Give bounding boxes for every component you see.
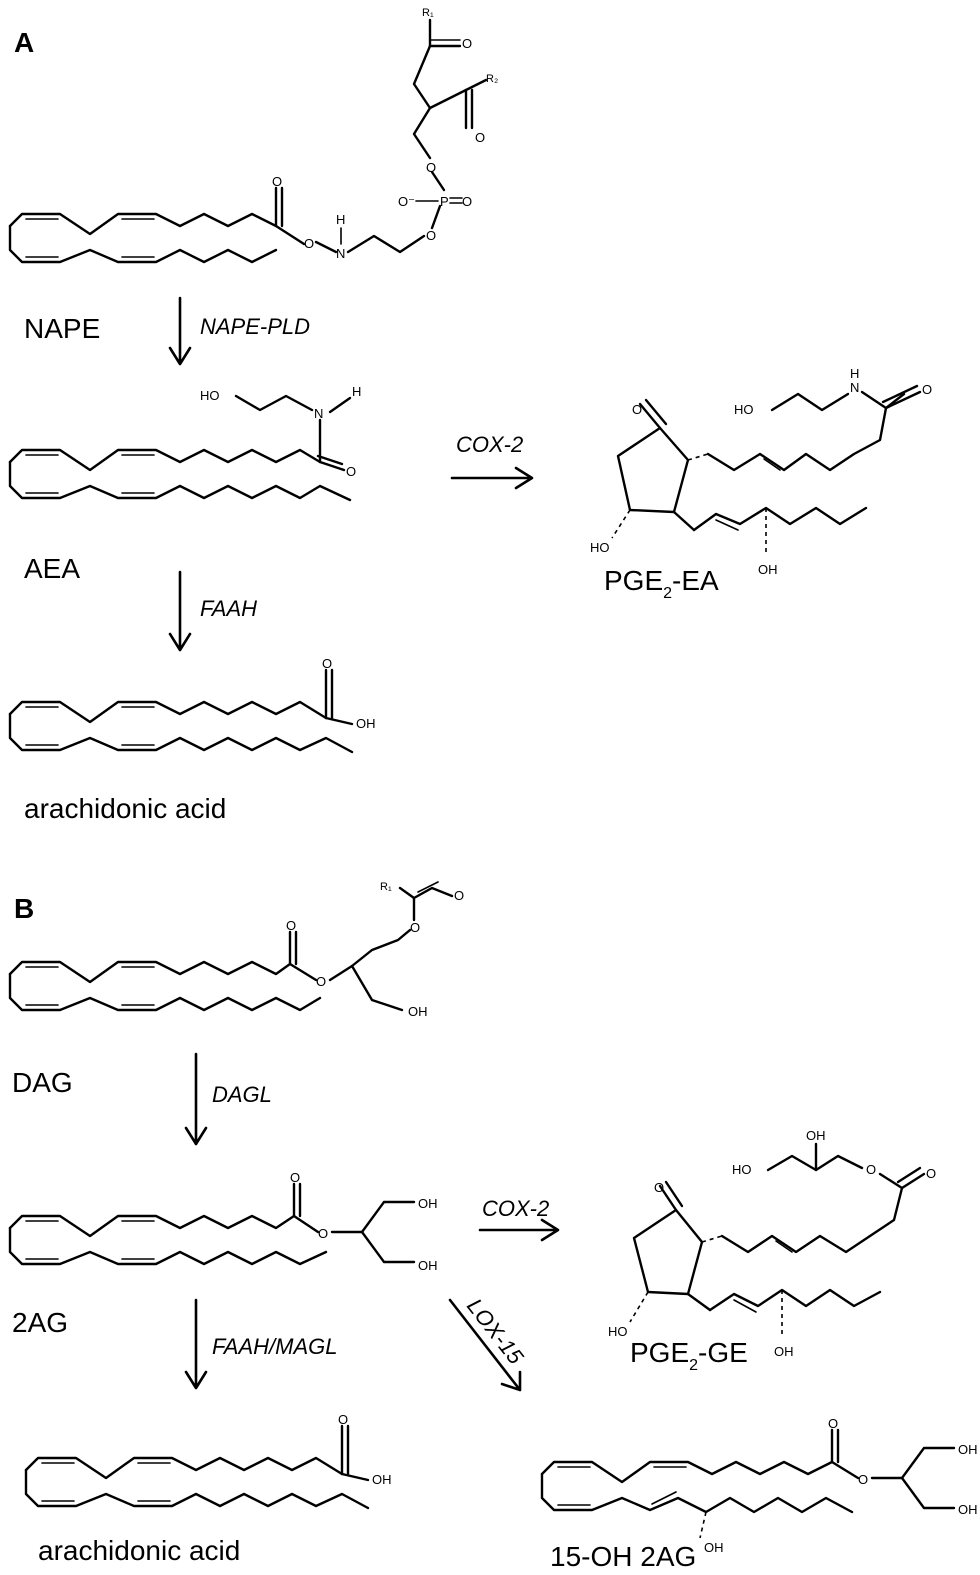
- ag2-carbonyl-o: O: [290, 1170, 300, 1185]
- dag-r1-carbonyl-o: O: [454, 888, 464, 903]
- arachidonic-acid-structure-b: O OH: [24, 1412, 392, 1510]
- dag-ester-o: O: [316, 974, 326, 989]
- arrow-2ag-to-aa: [184, 1298, 208, 1390]
- aa-b-hydroxyl: OH: [372, 1472, 392, 1487]
- svg-text:PGE2-GE: PGE2-GE: [630, 1337, 748, 1374]
- pge2ge-prefix: PGE: [630, 1337, 689, 1368]
- arrow-aea-to-aa: [168, 570, 192, 652]
- nape-carbonyl-o: O: [272, 174, 282, 189]
- pge2ge-suffix: -GE: [698, 1337, 748, 1368]
- aea-structure: O N H HO: [8, 384, 361, 502]
- label-aea: AEA: [24, 553, 80, 584]
- nape-r2: R₂: [486, 73, 498, 85]
- ag2-structure: O O OH OH: [8, 1170, 438, 1273]
- nape-o-r2: O: [475, 130, 485, 145]
- nape-phosphorus: P: [440, 194, 449, 209]
- nape-phos-o2: O: [462, 194, 472, 209]
- aea-carbonyl-o: O: [346, 464, 356, 479]
- pge2ea-ring-oh: HO: [590, 540, 610, 555]
- pge2ea-hydroxyl: HO: [734, 402, 754, 417]
- pge2ea-suffix: -EA: [672, 565, 719, 596]
- pge2ge-glycerol-ho: HO: [732, 1162, 752, 1177]
- nape-ester-o: O: [304, 236, 314, 251]
- panel-label-b: B: [14, 893, 34, 924]
- pge2ea-amide-o: O: [922, 382, 932, 397]
- aa-b-carbonyl-o: O: [338, 1412, 348, 1427]
- pge2ea-amide-h: H: [850, 366, 859, 381]
- ag2-hydroxyl-2: OH: [418, 1258, 438, 1273]
- pge2ge-ring-oh: HO: [608, 1324, 628, 1339]
- arrow-2ag-to-15oh2ag: [448, 1298, 522, 1392]
- pge2ge-subscript: 2: [689, 1357, 698, 1374]
- enzyme-cox2-a: COX-2: [456, 432, 523, 457]
- pge2ge-ester-carbonyl-o: O: [926, 1166, 936, 1181]
- enzyme-nape-pld: NAPE-PLD: [200, 314, 310, 339]
- label-pge2-ea: PGE2-EA: [604, 565, 719, 602]
- pge2ge-glycerol-oh: OH: [806, 1128, 826, 1143]
- arrow-aea-to-pge2ea: [450, 466, 534, 490]
- aea-amide-h: H: [352, 384, 361, 399]
- dag-carbonyl-o: O: [286, 918, 296, 933]
- enzyme-faah: FAAH: [200, 596, 257, 621]
- pge2ea-ketone-o: O: [632, 402, 642, 417]
- pge2ea-prefix: PGE: [604, 565, 663, 596]
- nape-phos-o1: O: [426, 228, 436, 243]
- ag2-ester-o: O: [318, 1226, 328, 1241]
- label-2ag: 2AG: [12, 1307, 68, 1338]
- enzyme-faah-magl: FAAH/MAGL: [212, 1334, 338, 1359]
- arrow-nape-to-aea: [168, 296, 192, 366]
- enzyme-cox2-b: COX-2: [482, 1196, 549, 1221]
- pge2-ge-structure: O HO O O OH HO OH: [608, 1128, 936, 1359]
- oh15-2ag-structure: OH O O OH OH: [540, 1416, 978, 1555]
- nape-r1: R₁: [422, 7, 434, 19]
- nape-amide-n: N: [336, 246, 345, 261]
- arrow-2ag-to-pge2ge: [478, 1218, 560, 1242]
- panel-label-a: A: [14, 27, 34, 58]
- nape-amide-h: H: [336, 212, 345, 227]
- pge2ge-ester-o: O: [866, 1162, 876, 1177]
- enzyme-dagl: DAGL: [212, 1082, 272, 1107]
- oh15-hydroxyl-1: OH: [958, 1442, 978, 1457]
- pge2ge-ketone-o: O: [654, 1180, 664, 1195]
- oh15-ester-o: O: [858, 1472, 868, 1487]
- dag-hydroxyl: OH: [408, 1004, 428, 1019]
- ag2-hydroxyl-1: OH: [418, 1196, 438, 1211]
- pge2ea-chain-oh: OH: [758, 562, 778, 577]
- arachidonic-acid-structure-a: O OH: [8, 656, 376, 754]
- dag-ester2-o: O: [410, 920, 420, 935]
- dag-structure: O O O O R₁ OH: [8, 881, 464, 1019]
- nape-o-r1: O: [462, 36, 472, 51]
- pge2-ea-structure: O HO O N H HO OH: [590, 366, 932, 577]
- pge2ge-chain-oh: OH: [774, 1344, 794, 1359]
- oh15-chain-oh: OH: [704, 1540, 724, 1555]
- dag-r1: R₁: [380, 881, 392, 893]
- pge2ea-subscript: 2: [663, 585, 672, 602]
- label-arachidonic-acid-b: arachidonic acid: [38, 1535, 240, 1566]
- label-nape: NAPE: [24, 313, 100, 344]
- arrow-dag-to-2ag: [184, 1052, 208, 1146]
- nape-phos-o3: O: [426, 160, 436, 175]
- label-15-oh-2ag: 15-OH 2AG: [550, 1541, 696, 1570]
- label-dag: DAG: [12, 1067, 73, 1098]
- label-pge2-ge: PGE2-GE: [630, 1337, 748, 1374]
- label-arachidonic-acid-a: arachidonic acid: [24, 793, 226, 824]
- aea-amide-n: N: [314, 406, 323, 421]
- nape-structure: O O N H O P O⁻ O O O R₂ O R₁: [8, 7, 498, 264]
- oh15-carbonyl-o: O: [828, 1416, 838, 1431]
- aa-a-carbonyl-o: O: [322, 656, 332, 671]
- nape-phos-ominus: O⁻: [398, 194, 415, 209]
- oh15-hydroxyl-2: OH: [958, 1502, 978, 1517]
- aea-hydroxyl: HO: [200, 388, 220, 403]
- aa-a-hydroxyl: OH: [356, 716, 376, 731]
- svg-text:PGE2-EA: PGE2-EA: [604, 565, 719, 602]
- pge2ea-amide-n: N: [850, 380, 859, 395]
